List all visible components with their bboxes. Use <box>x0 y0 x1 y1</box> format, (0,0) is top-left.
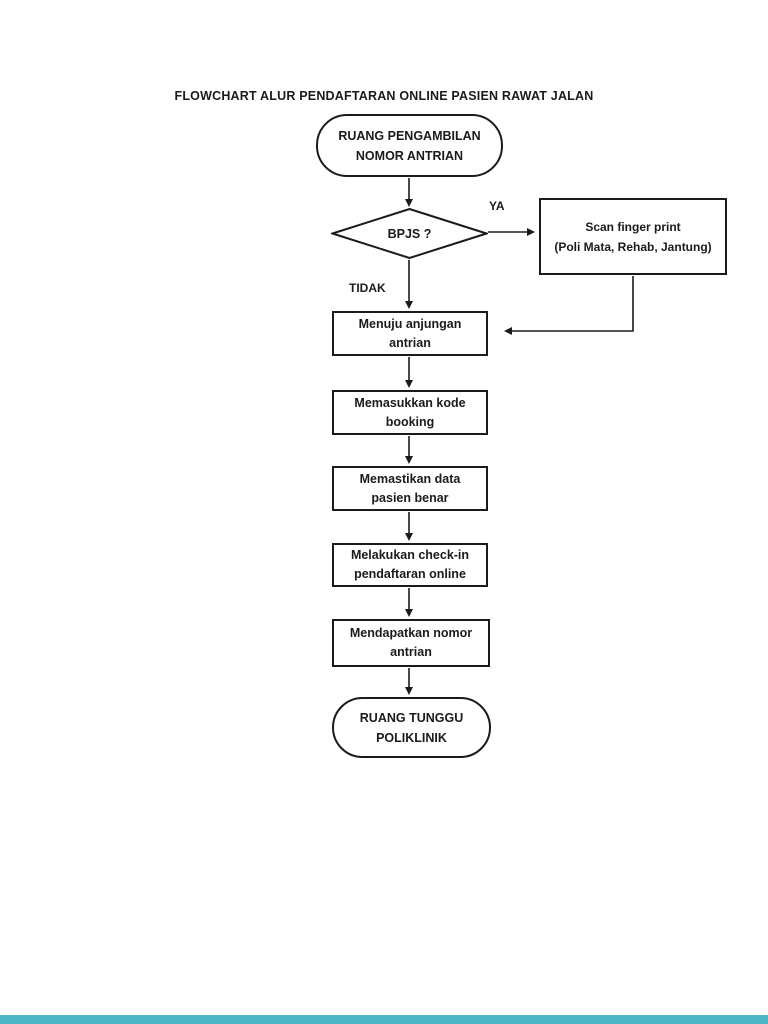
edge-label-tidak: TIDAK <box>349 281 386 295</box>
page-title: FLOWCHART ALUR PENDAFTARAN ONLINE PASIEN… <box>174 89 594 103</box>
process-step-label: Menuju anjungan antrian <box>358 316 462 350</box>
bottom-accent-bar <box>0 1015 768 1024</box>
process-scan-finger-print: Scan finger print (Poli Mata, Rehab, Jan… <box>539 198 727 275</box>
end-terminator-label: RUANG TUNGGU POLIKLINIK <box>359 710 464 745</box>
process-step-label: Mendapatkan nomor antrian <box>349 626 473 659</box>
end-terminator: RUANG TUNGGU POLIKLINIK <box>332 697 491 758</box>
process-step-label: Memasukkan kode booking <box>354 395 466 429</box>
process-step-label: Memastikan data pasien benar <box>359 471 461 505</box>
process-mendapatkan-nomor-antrian: Mendapatkan nomor antrian <box>332 619 490 667</box>
process-menuju-anjungan-antrian: Menuju anjungan antrian <box>332 311 488 356</box>
start-terminator: RUANG PENGAMBILAN NOMOR ANTRIAN <box>316 114 503 177</box>
arrow-scan-to-step1-elbow <box>504 276 634 335</box>
decision-diamond-shape <box>331 208 488 259</box>
process-melakukan-check-in: Melakukan check-in pendaftaran online <box>332 543 488 587</box>
process-step-label: Melakukan check-in pendaftaran online <box>350 548 470 581</box>
edge-label-ya: YA <box>489 199 505 213</box>
process-memasukkan-kode-booking: Memasukkan kode booking <box>332 390 488 435</box>
process-memastikan-data-pasien: Memastikan data pasien benar <box>332 466 488 511</box>
decision-bpjs-label: BPJS ? <box>387 226 432 241</box>
start-terminator-label: RUANG PENGAMBILAN NOMOR ANTRIAN <box>338 128 481 163</box>
decision-bpjs: BPJS ? <box>331 208 488 259</box>
process-scan-finger-print-label: Scan finger print (Poli Mata, Rehab, Jan… <box>554 219 712 254</box>
